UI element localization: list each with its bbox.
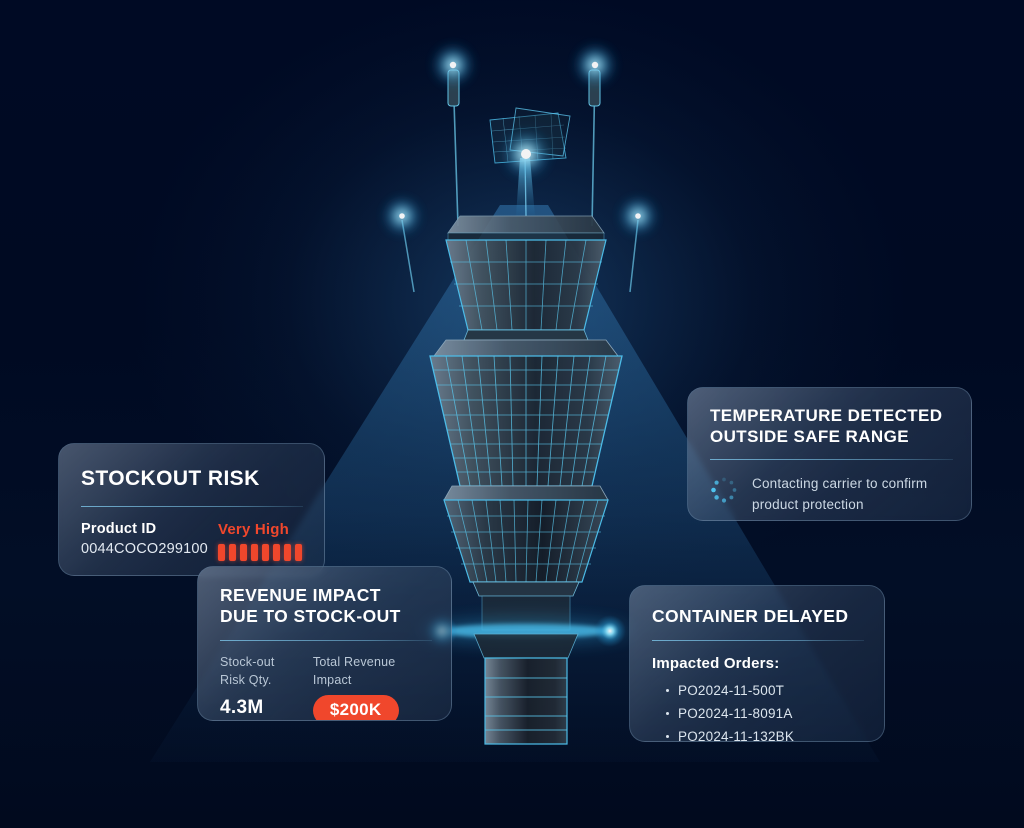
revenue-impact-card[interactable]: REVENUE IMPACT DUE TO STOCK-OUT Stock-ou… xyxy=(197,566,452,721)
stockout-risk-title: STOCKOUT RISK xyxy=(81,467,260,490)
risk-meter-bar xyxy=(273,543,280,561)
container-delayed-card[interactable]: CONTAINER DELAYED Impacted Orders: PO202… xyxy=(629,585,885,742)
stockout-qty-caption: Stock-out Risk Qty. xyxy=(220,653,313,689)
impacted-order-item: PO2024-11-132BK xyxy=(666,726,864,741)
risk-meter xyxy=(218,543,302,561)
stockout-qty-caption-line1: Stock-out xyxy=(220,654,275,669)
risk-meter-bar xyxy=(262,543,269,561)
risk-meter-bar xyxy=(251,543,258,561)
risk-meter-bar xyxy=(240,543,247,561)
loading-spinner-icon xyxy=(711,478,737,504)
stockout-qty-caption-line2: Risk Qty. xyxy=(220,672,272,687)
risk-meter-bar xyxy=(218,543,225,561)
revenue-impact-title-line1: REVENUE IMPACT xyxy=(220,585,381,605)
impacted-order-item: PO2024-11-8091A xyxy=(666,703,864,726)
revenue-impact-title: REVENUE IMPACT DUE TO STOCK-OUT xyxy=(220,585,429,628)
impacted-order-item: PO2024-11-500T xyxy=(666,680,864,703)
temperature-alert-title-line2: OUTSIDE SAFE RANGE xyxy=(710,426,909,446)
stockout-qty-block: Stock-out Risk Qty. 4.3M xyxy=(220,653,313,720)
container-delayed-title: CONTAINER DELAYED xyxy=(652,606,849,626)
revenue-impact-title-line2: DUE TO STOCK-OUT xyxy=(220,606,401,627)
temperature-alert-title: TEMPERATURE DETECTED OUTSIDE SAFE RANGE xyxy=(710,406,951,447)
product-id-value: 0044COCO299100 xyxy=(81,540,208,557)
risk-meter-bar xyxy=(284,543,291,561)
total-revenue-impact-caption-line1: Total Revenue xyxy=(312,654,396,669)
card-divider xyxy=(81,505,303,507)
stockout-qty-value: 4.3M xyxy=(220,696,264,718)
temperature-alert-status-text: Contacting carrier to confirm product pr… xyxy=(752,476,928,513)
total-revenue-impact-caption: Total Revenue Impact xyxy=(313,653,429,689)
card-divider xyxy=(652,640,864,642)
temperature-alert-card[interactable]: TEMPERATURE DETECTED OUTSIDE SAFE RANGE xyxy=(687,387,972,521)
risk-level-label: Very High xyxy=(218,520,289,538)
risk-meter-bar xyxy=(229,543,236,561)
temperature-alert-title-line1: TEMPERATURE DETECTED xyxy=(710,406,943,425)
risk-meter-bar xyxy=(295,543,302,561)
impacted-orders-heading: Impacted Orders: xyxy=(652,655,780,673)
total-revenue-impact-block: Total Revenue Impact $200K xyxy=(312,653,429,720)
total-revenue-impact-caption-line2: Impact xyxy=(312,672,352,687)
product-id-label: Product ID xyxy=(81,520,157,537)
stockout-risk-card[interactable]: STOCKOUT RISK Product ID 0044COCO299100 … xyxy=(58,443,325,576)
total-revenue-impact-value: $200K xyxy=(312,694,399,720)
card-divider xyxy=(710,459,953,461)
card-divider xyxy=(220,639,432,641)
